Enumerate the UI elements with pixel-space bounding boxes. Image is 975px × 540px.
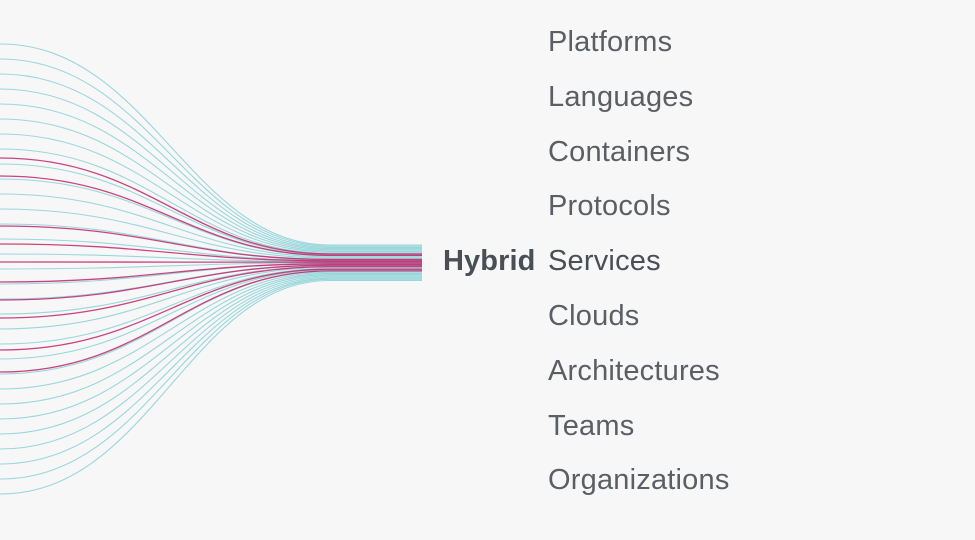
converging-line — [0, 275, 422, 435]
converging-line — [0, 264, 422, 301]
converging-line — [0, 278, 422, 480]
converging-line — [0, 88, 422, 250]
converging-line — [0, 277, 422, 465]
converging-line — [0, 262, 422, 270]
word-item-clouds: Clouds — [548, 299, 640, 332]
converging-line — [0, 253, 422, 263]
converging-line — [0, 208, 422, 259]
converging-line — [0, 118, 422, 252]
converging-line — [0, 175, 422, 257]
converging-line — [0, 243, 422, 262]
converging-line — [0, 266, 422, 330]
converging-line — [0, 73, 422, 248]
converging-line — [0, 103, 422, 251]
word-item-containers: Containers — [548, 135, 691, 168]
converging-line — [0, 276, 422, 450]
converging-line — [0, 193, 422, 258]
converging-line — [0, 272, 422, 405]
converging-line — [0, 270, 422, 373]
word-item-services: Services — [548, 245, 661, 278]
converging-line — [0, 263, 422, 283]
word-item-teams: Teams — [548, 409, 635, 442]
converging-line — [0, 58, 422, 247]
converging-line — [0, 133, 422, 253]
converging-line — [0, 43, 422, 246]
word-item-organizations: Organizations — [548, 464, 730, 497]
converging-line — [0, 270, 422, 375]
converging-line — [0, 157, 422, 255]
word-item-platforms: Platforms — [548, 26, 673, 58]
converging-line — [0, 148, 422, 254]
hybrid-prefix-label: Hybrid — [443, 245, 536, 277]
converging-line — [0, 274, 422, 420]
word-item-architectures: Architectures — [548, 354, 720, 387]
converging-line — [0, 268, 422, 351]
word-item-languages: Languages — [548, 80, 694, 113]
converging-line — [0, 271, 422, 390]
word-item-protocols: Protocols — [548, 190, 671, 223]
converging-line — [0, 225, 422, 261]
converging-line — [0, 269, 422, 360]
converging-line — [0, 279, 422, 495]
converging-line — [0, 265, 422, 319]
